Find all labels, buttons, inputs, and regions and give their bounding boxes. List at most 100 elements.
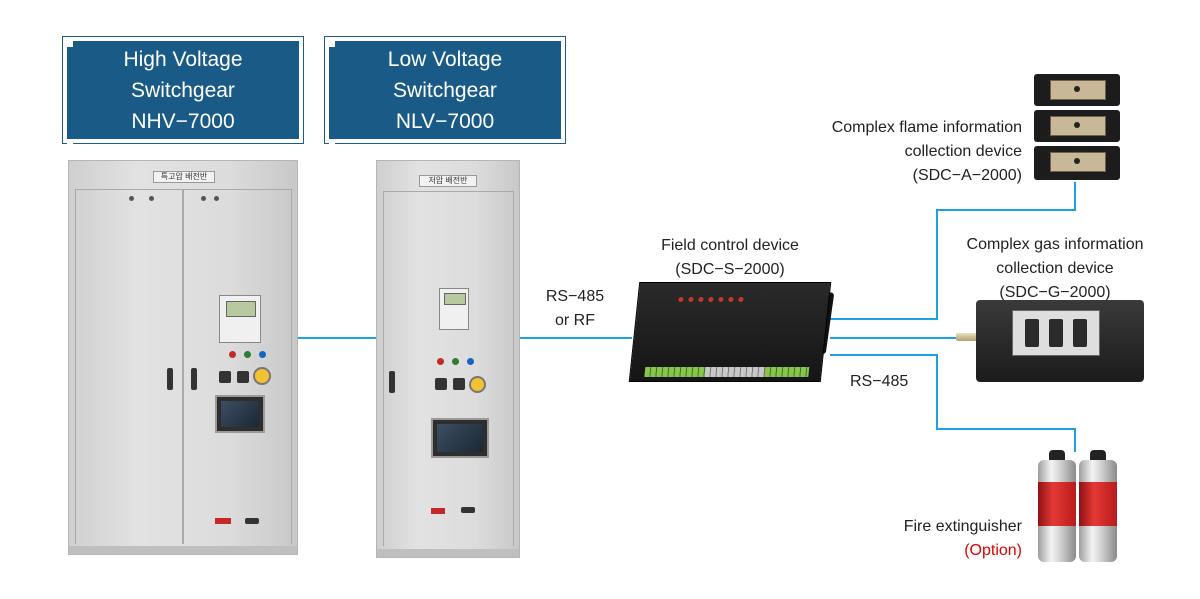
extinguisher-label: Fire extinguisher (Option) bbox=[820, 515, 1022, 563]
rs485-or-rf-label: RS−485 or RF bbox=[530, 285, 620, 333]
high-voltage-meter bbox=[219, 295, 261, 343]
warning-label bbox=[431, 508, 445, 514]
high-voltage-title-line2: Switchgear bbox=[131, 78, 235, 102]
gas-device-label-line3: (SDC−G−2000) bbox=[999, 284, 1111, 301]
wire-lv-to-fcd bbox=[520, 337, 632, 339]
low-voltage-door-edge-right bbox=[513, 191, 514, 546]
high-voltage-door-edge-left bbox=[75, 189, 76, 544]
field-control-device bbox=[628, 282, 832, 382]
selector-switch bbox=[435, 378, 447, 390]
indicator-dot bbox=[129, 196, 134, 201]
lock bbox=[245, 518, 259, 524]
led bbox=[678, 297, 684, 302]
high-voltage-title: High Voltage Switchgear NHV−7000 bbox=[67, 41, 299, 139]
gas-device-label: Complex gas information collection devic… bbox=[950, 233, 1160, 305]
hmi-screen bbox=[221, 401, 259, 427]
meter-screen bbox=[226, 301, 256, 317]
indicator-lamp bbox=[452, 358, 459, 365]
buzzer bbox=[253, 367, 271, 385]
indicator-lamp bbox=[467, 358, 474, 365]
flame-sensor-lens bbox=[1074, 122, 1080, 128]
wire-fcd-to-flame-h2 bbox=[936, 209, 1076, 211]
led bbox=[718, 297, 724, 302]
led bbox=[738, 297, 744, 302]
extinguisher-cap-left bbox=[1049, 450, 1065, 462]
low-voltage-title-frame: Low Voltage Switchgear NLV−7000 bbox=[324, 36, 566, 145]
warning-label bbox=[215, 518, 231, 524]
indicator-dot bbox=[201, 196, 206, 201]
gas-inlet-pipe bbox=[956, 333, 986, 341]
led bbox=[698, 297, 704, 302]
low-voltage-title-line3: NLV−7000 bbox=[395, 109, 495, 133]
rs485-label-text: RS−485 bbox=[850, 373, 909, 390]
wire-hv-to-lv bbox=[296, 337, 376, 339]
high-voltage-handle-right bbox=[191, 368, 197, 390]
flame-sensor bbox=[1034, 146, 1120, 180]
flame-device-label-line3: (SDC−A−2000) bbox=[912, 167, 1022, 184]
extinguisher-right bbox=[1079, 460, 1117, 562]
wire-fcd-to-flame-v bbox=[936, 209, 938, 320]
selector-switch bbox=[237, 371, 249, 383]
high-voltage-handle-left bbox=[167, 368, 173, 390]
lock bbox=[461, 507, 475, 513]
field-control-label-line2: (SDC−S−2000) bbox=[675, 261, 785, 278]
low-voltage-door-top bbox=[383, 191, 514, 192]
low-voltage-door-edge-left bbox=[383, 191, 384, 546]
high-voltage-cabinet: 특고압 배전반 bbox=[68, 160, 298, 555]
wire-fcd-to-ext-v bbox=[936, 354, 938, 430]
extinguisher-label-line1: Fire extinguisher bbox=[903, 518, 1022, 535]
terminal-block bbox=[644, 367, 706, 377]
wire-fcd-to-ext-down bbox=[1074, 428, 1076, 452]
low-voltage-title-line2: Switchgear bbox=[393, 78, 497, 102]
gas-device-label-line2: collection device bbox=[996, 260, 1114, 277]
extinguisher-label-band bbox=[1079, 482, 1117, 526]
extinguisher-cap-right bbox=[1090, 450, 1106, 462]
extinguisher-label-band bbox=[1038, 482, 1076, 526]
led bbox=[708, 297, 714, 302]
high-voltage-base bbox=[69, 546, 297, 554]
wire-fcd-to-ext-h2 bbox=[936, 428, 1076, 430]
high-voltage-nameplate: 특고압 배전반 bbox=[153, 171, 215, 183]
gas-sensor-port bbox=[1025, 319, 1039, 347]
flame-device-label-line2: collection device bbox=[904, 143, 1022, 160]
field-control-label: Field control device (SDC−S−2000) bbox=[620, 234, 840, 282]
flame-sensor-lens bbox=[1074, 158, 1080, 164]
high-voltage-door-edge-right bbox=[291, 189, 292, 544]
rs485-label: RS−485 bbox=[850, 370, 908, 394]
gas-device-label-line1: Complex gas information bbox=[966, 236, 1144, 253]
terminal-block bbox=[764, 367, 810, 377]
flame-sensor-lens bbox=[1074, 86, 1080, 92]
indicator-dot bbox=[214, 196, 219, 201]
low-voltage-handle bbox=[389, 371, 395, 393]
high-voltage-door-seam bbox=[182, 189, 184, 544]
gas-sensor-face bbox=[1012, 310, 1100, 356]
flame-sensor bbox=[1034, 110, 1120, 142]
rs485-or-rf-line1: RS−485 bbox=[545, 288, 605, 305]
wire-fcd-to-gas bbox=[830, 337, 960, 339]
low-voltage-base bbox=[377, 549, 519, 557]
indicator-lamp bbox=[259, 351, 266, 358]
wire-fcd-to-flame-up bbox=[1074, 182, 1076, 211]
low-voltage-nameplate: 저압 배전반 bbox=[419, 175, 477, 187]
flame-device-label: Complex flame information collection dev… bbox=[780, 116, 1022, 188]
selector-switch bbox=[453, 378, 465, 390]
flame-sensor bbox=[1034, 74, 1120, 106]
low-voltage-cabinet: 저압 배전반 bbox=[376, 160, 520, 558]
high-voltage-title-line1: High Voltage bbox=[123, 47, 243, 71]
extinguisher-option-label: (Option) bbox=[964, 542, 1022, 559]
terminal-block bbox=[704, 367, 766, 377]
led bbox=[728, 297, 734, 302]
gas-sensor-port bbox=[1049, 319, 1063, 347]
extinguisher-left bbox=[1038, 460, 1076, 562]
high-voltage-title-frame: High Voltage Switchgear NHV−7000 bbox=[62, 36, 304, 145]
wire-fcd-to-ext-h1 bbox=[830, 354, 938, 356]
gas-sensor bbox=[976, 300, 1144, 382]
high-voltage-door-top bbox=[75, 189, 292, 190]
rs485-or-rf-line2: or RF bbox=[555, 312, 595, 329]
meter-screen bbox=[444, 293, 466, 305]
high-voltage-hmi bbox=[215, 395, 265, 433]
low-voltage-hmi bbox=[431, 418, 489, 458]
low-voltage-meter bbox=[439, 288, 469, 330]
indicator-lamp bbox=[437, 358, 444, 365]
wire-fcd-to-flame-h1 bbox=[830, 318, 938, 320]
